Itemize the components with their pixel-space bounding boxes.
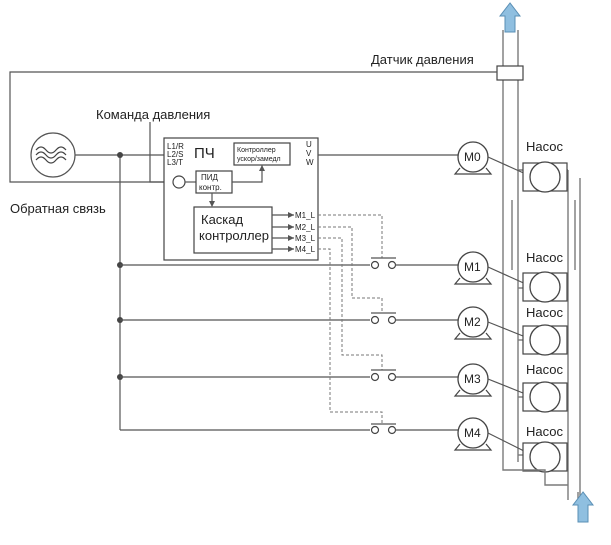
input-l1: L1/R (167, 142, 184, 151)
pressure-sensor-label: Датчик давления (371, 52, 474, 67)
contactor-m4 (370, 423, 458, 435)
motor-m4-label: M4 (464, 426, 481, 440)
feedback-wire (9, 71, 497, 183)
accel-controller-line2: ускор/замедл (237, 156, 281, 163)
inflow-arrow (571, 491, 595, 523)
pump-0-label: Насос (526, 139, 563, 154)
motor-m1-label: M1 (464, 260, 481, 274)
sine-wave-icon (35, 146, 67, 154)
contactor-m3 (370, 369, 458, 382)
pump-icon (522, 441, 568, 473)
cascade-line2: контроллер (199, 228, 269, 243)
pump-3-label: Насос (526, 362, 563, 377)
motor-m0-label: M0 (464, 150, 481, 164)
cascade-line1: Каскад (201, 212, 244, 227)
outflow-arrow (498, 2, 522, 33)
pump-0: Насос (522, 139, 568, 193)
pid-line1: ПИД (201, 173, 219, 182)
contactor-m2 (370, 312, 458, 325)
pump-icon (522, 381, 568, 413)
ac-source (30, 132, 76, 178)
motor-m2-label: M2 (464, 315, 481, 329)
discharge-pipe (502, 30, 519, 462)
relay-m1-label: M1_L (295, 211, 316, 220)
pump-2: Насос (522, 305, 568, 356)
pump-4: Насос (522, 424, 568, 473)
pressure-sensor (496, 65, 524, 81)
relay-m3-label: M3_L (295, 234, 316, 243)
pump-1-label: Насос (526, 250, 563, 265)
bottom-pipe (502, 462, 568, 486)
output-u: U (306, 140, 312, 149)
motor-m0: M0 (453, 141, 529, 176)
suction-pipe (567, 170, 581, 500)
contactor-m1 (370, 257, 458, 270)
relay-m2-label: M2_L (295, 223, 316, 232)
motor-m2: M2 (453, 306, 529, 340)
summing-junction (172, 175, 186, 189)
motor-m3-label: M3 (464, 372, 481, 386)
cascade-controller-box (193, 206, 273, 254)
pressure-command-label: Команда давления (96, 107, 210, 122)
relay-m4-label: M4_L (295, 245, 316, 254)
accel-controller-line1: Контроллер (237, 147, 276, 154)
pid-line2: контр. (199, 183, 222, 192)
pump-icon (522, 324, 568, 356)
inverter-label: ПЧ (194, 145, 215, 162)
motor-m3: M3 (453, 363, 529, 397)
control-dashed-lines (318, 214, 383, 424)
pump-2-label: Насос (526, 305, 563, 320)
feedback-label: Обратная связь (10, 201, 106, 216)
motor-m1: M1 (453, 251, 529, 286)
output-w: W (306, 158, 314, 167)
relay-output-lines (272, 212, 294, 252)
pump-icon (522, 271, 568, 303)
pump-3: Насос (522, 362, 568, 413)
input-l3: L3/T (167, 158, 183, 167)
motor-m4: M4 (453, 417, 529, 454)
pump-icon (522, 161, 568, 193)
pump-1: Насос (522, 250, 568, 303)
input-l2: L2/S (167, 150, 183, 159)
output-v: V (306, 149, 312, 158)
supply-bus (75, 152, 370, 431)
pump-4-label: Насос (526, 424, 563, 439)
